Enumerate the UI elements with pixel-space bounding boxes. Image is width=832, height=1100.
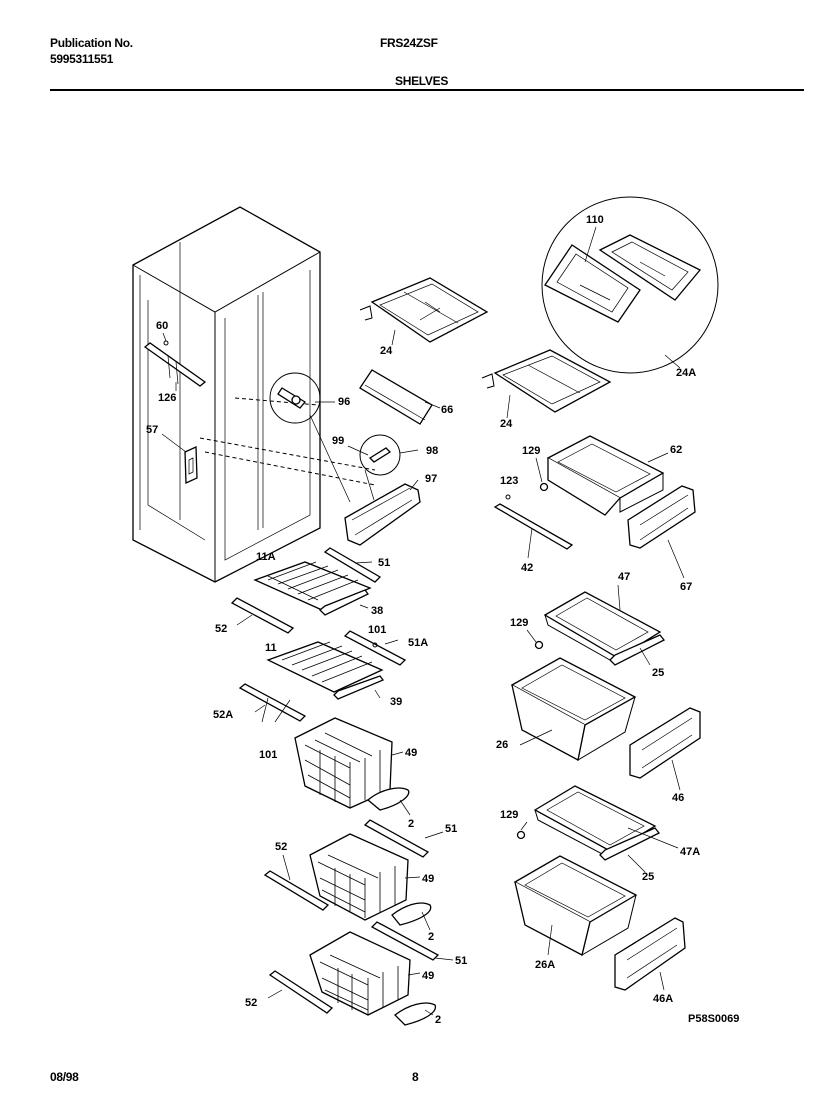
callout-129: 129 [522, 445, 540, 457]
footer-page: 8 [412, 1070, 419, 1084]
part-2-handle-c [394, 1002, 437, 1026]
part-96-clip [269, 372, 321, 424]
callout-24: 24 [500, 418, 513, 430]
callout-51: 51 [378, 557, 390, 569]
part-39-rail [333, 675, 385, 700]
part-49-basket-c [309, 931, 411, 1016]
part-46-cover [629, 707, 701, 779]
callout-97: 97 [425, 473, 437, 485]
callout-2: 2 [435, 1014, 441, 1026]
callout-60: 60 [156, 320, 168, 332]
part-98-clip [359, 434, 401, 476]
part-24A-detail [541, 196, 719, 374]
callout-11A: 11A [256, 551, 276, 563]
part-52-rail-b [263, 870, 330, 911]
part-62-pan [546, 435, 665, 516]
publication-number: 5995311551 [50, 52, 114, 66]
callout-11: 11 [265, 642, 277, 654]
part-25-rail-b [599, 827, 661, 861]
part-52-rail-c [268, 970, 334, 1014]
part-49-basket-b [309, 833, 409, 921]
footer-date: 08/98 [50, 1070, 79, 1084]
callout-52: 52 [275, 841, 287, 853]
callout-51: 51 [445, 823, 457, 835]
callout-47: 47 [618, 571, 630, 583]
publication-label: Publication No. [50, 36, 133, 50]
part-67-cover [627, 485, 696, 549]
part-38-rail [319, 589, 369, 616]
part-26-pan [510, 657, 637, 762]
callout-98: 98 [426, 445, 438, 457]
callout-52: 52 [215, 623, 227, 635]
part-46A-cover [614, 917, 686, 991]
callout-25: 25 [652, 667, 664, 679]
callout-25: 25 [642, 871, 654, 883]
callout-26A: 26A [535, 959, 555, 971]
callout-2: 2 [428, 931, 434, 943]
model-number: FRS24ZSF [380, 36, 438, 50]
callout-47A: 47A [680, 846, 700, 858]
callout-39: 39 [390, 696, 402, 708]
header-rule [50, 89, 804, 91]
part-47A-shelf [533, 785, 657, 856]
section-title: SHELVES [395, 74, 449, 88]
callout-129: 129 [500, 809, 518, 821]
callout-46A: 46A [653, 993, 673, 1005]
part-25-rail-a [609, 634, 666, 666]
part-51-rail-a [323, 547, 382, 583]
part-51A-rail [343, 630, 407, 666]
callout-2: 2 [408, 818, 414, 830]
callout-49: 49 [422, 873, 434, 885]
callout-24: 24 [380, 345, 393, 357]
leader-lines [236, 226, 679, 1016]
part-97-track [344, 483, 421, 546]
part-24-shelf-lower [481, 349, 612, 413]
part-57-bracket [184, 446, 198, 484]
callout-126: 126 [158, 392, 176, 404]
callout-49: 49 [422, 970, 434, 982]
part-2-handle-b [391, 902, 432, 926]
callout-51A: 51A [408, 637, 428, 649]
callout-123: 123 [500, 475, 518, 487]
callout-51: 51 [455, 955, 467, 967]
callout-labels: 110 24 24A 60 126 96 66 24 57 99 98 129 … [146, 214, 739, 1026]
part-129-pin-b [534, 640, 544, 650]
callout-110: 110 [586, 214, 604, 226]
callout-49: 49 [405, 747, 417, 759]
part-52A-rail [238, 683, 307, 722]
part-26A-pan [513, 855, 638, 957]
callout-66: 66 [441, 404, 453, 416]
part-51-rail-c [370, 921, 440, 961]
part-11-shelf [266, 641, 384, 693]
callout-67: 67 [680, 581, 692, 593]
callout-24A: 24A [676, 367, 696, 379]
part-42-rail [493, 494, 574, 550]
diagram-code: P58S0069 [688, 1013, 739, 1025]
callout-99: 99 [332, 435, 344, 447]
part-2-handle-a [366, 787, 410, 811]
part-51-rail-b [363, 819, 430, 858]
callout-62: 62 [670, 444, 682, 456]
part-129-pin-c [516, 830, 526, 840]
callout-57: 57 [146, 424, 158, 436]
callout-101: 101 [259, 749, 277, 761]
part-11A-shelf [253, 561, 372, 611]
callout-42: 42 [521, 562, 533, 574]
callout-38: 38 [371, 605, 383, 617]
callout-101: 101 [368, 624, 386, 636]
part-52-rail-a [230, 597, 295, 634]
callout-52: 52 [245, 997, 257, 1009]
callout-52A: 52A [213, 709, 233, 721]
callout-96: 96 [338, 396, 350, 408]
callout-46: 46 [672, 792, 684, 804]
part-47-shelf [543, 591, 662, 661]
callout-26: 26 [496, 739, 508, 751]
part-129-pin-a [539, 482, 549, 492]
callout-129: 129 [510, 617, 528, 629]
cabinet [132, 206, 321, 583]
part-66-trough [359, 369, 433, 425]
part-24-shelf-upper [359, 277, 489, 343]
